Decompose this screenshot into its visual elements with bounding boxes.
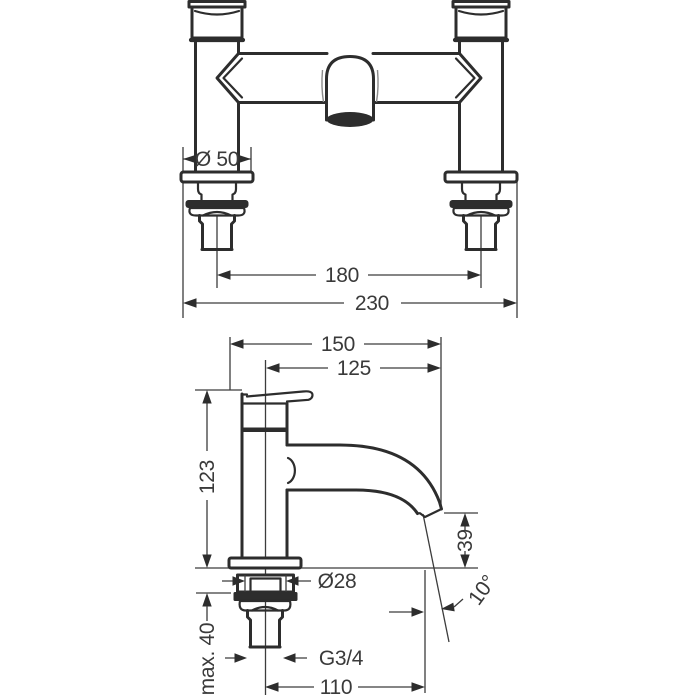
left-shank (179, 170, 255, 251)
dim-stream-angle-label: 10° (464, 571, 501, 609)
lever-handle (245, 390, 314, 403)
spout-outlet (326, 112, 374, 127)
dim-overall-width: 230 (183, 292, 517, 315)
dim-pillar-diameter: Ø 50 (183, 148, 251, 171)
dim-projection-label: 110 (320, 676, 353, 699)
dim-total-reach: 150 (230, 333, 441, 356)
dim-total-reach-label: 150 (321, 333, 355, 356)
dim-max-mounting-label: max. 40 (196, 623, 219, 696)
dim-outlet-height-label: 39 (454, 529, 477, 552)
spout-front (321, 55, 379, 127)
dim-pillar-diameter-label: Ø 50 (195, 148, 239, 171)
dim-shank-diameter-label: Ø28 (318, 570, 357, 593)
body-joint-band (242, 427, 287, 432)
dim-projection: 110 (265, 676, 425, 699)
left-pillar (187, 0, 247, 174)
spout-bottom-edge (285, 488, 419, 515)
dim-overall-width-label: 230 (355, 292, 389, 315)
spout-root-detail (286, 456, 296, 485)
dim-outlet-height: 39 (454, 513, 477, 568)
dim-max-mounting: max. 40 (196, 593, 219, 695)
dim-center-distance-label: 180 (325, 264, 359, 287)
spout-top-edge (285, 443, 443, 511)
dim-spout-reach: 125 (266, 357, 441, 380)
dim-thread: G3/4 (225, 647, 364, 670)
side-extension-lines (195, 337, 478, 695)
side-view: 150 125 123 max. 40 (195, 333, 501, 699)
threaded-shank (246, 609, 284, 649)
front-view: Ø 50 180 230 (179, 0, 519, 318)
stream-angle-line (422, 513, 450, 643)
dim-thread-label: G3/4 (319, 647, 364, 670)
dim-body-height-label: 123 (196, 460, 219, 494)
dim-center-distance: 180 (217, 264, 481, 287)
body-side (227, 390, 443, 570)
dim-body-height: 123 (196, 390, 219, 568)
base-flange (227, 556, 303, 570)
dim-stream-angle: 10° (389, 571, 501, 617)
right-shank (443, 170, 519, 251)
crossbody (215, 52, 483, 104)
right-pillar (451, 0, 511, 174)
dim-shank-diameter: Ø28 (222, 570, 357, 593)
dim-spout-reach-label: 125 (337, 357, 371, 380)
spout-mouth (416, 507, 443, 519)
washer-bar (233, 592, 298, 601)
